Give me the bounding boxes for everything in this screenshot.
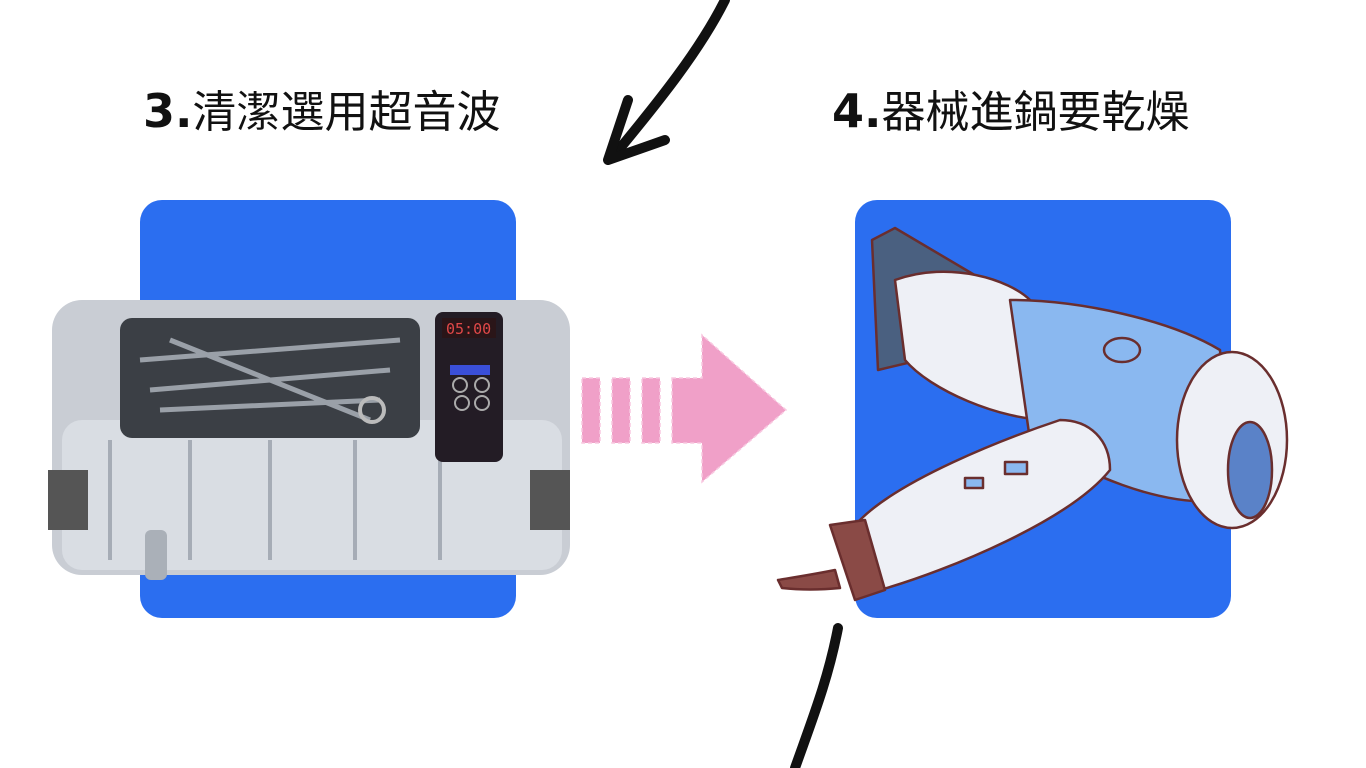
svg-text:05:00: 05:00 <box>446 320 491 338</box>
connector-line-bottom <box>790 623 843 768</box>
hair-dryer-image <box>776 226 1289 602</box>
step-4-number: 4. <box>832 84 882 138</box>
step-3-text: 清潔選用超音波 <box>192 87 501 138</box>
step-3-title: 3.清潔選用超音波 <box>143 76 500 140</box>
step-4-text: 器械進鍋要乾燥 <box>881 87 1190 138</box>
ultrasonic-cleaner-image: 05:00 <box>48 300 570 580</box>
pink-right-arrow <box>581 333 788 484</box>
step-3-number: 3. <box>143 84 193 138</box>
step-4-title: 4.器械進鍋要乾燥 <box>832 76 1189 140</box>
connector-arrow-top <box>603 0 730 165</box>
